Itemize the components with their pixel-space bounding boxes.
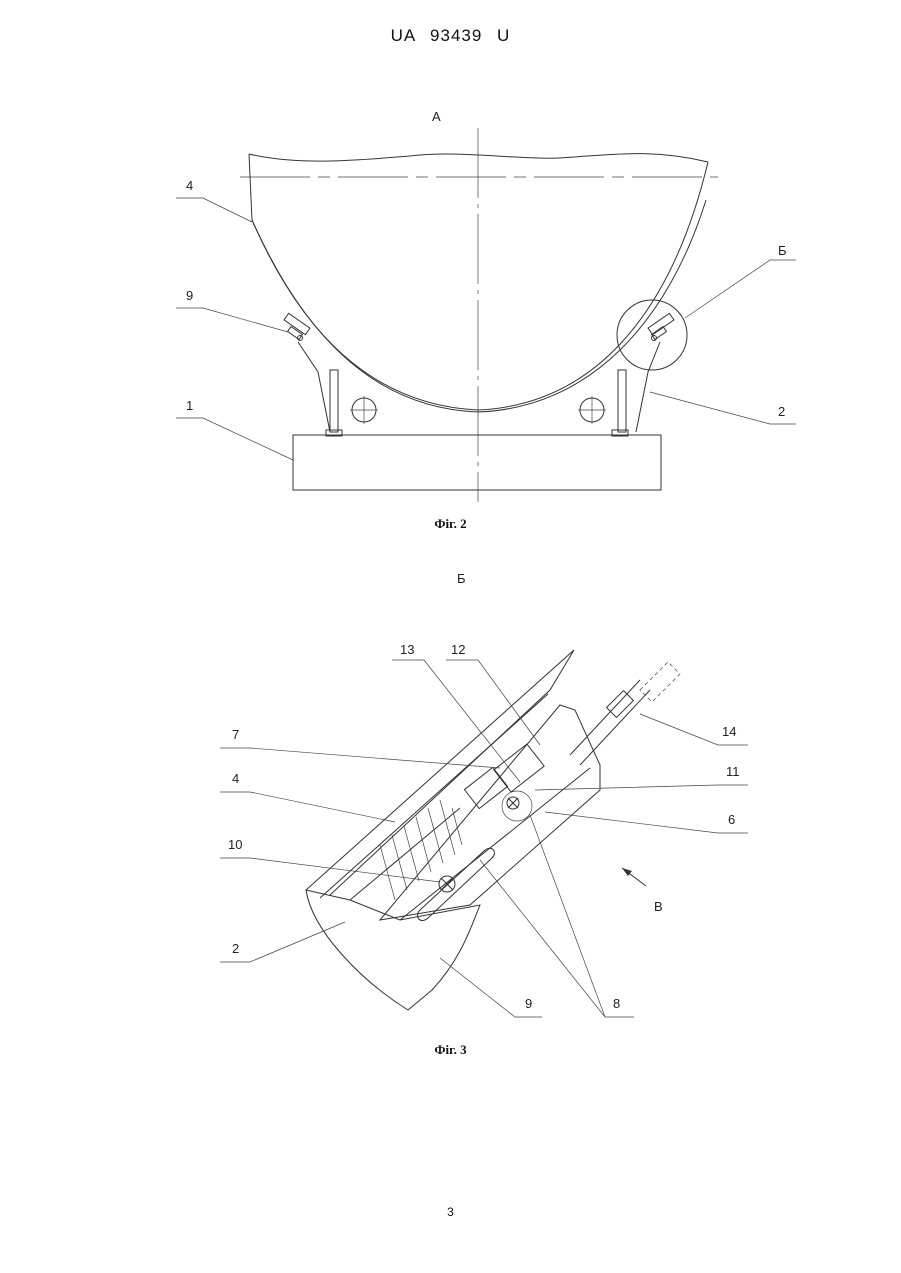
callout-7: 7 xyxy=(232,727,239,742)
callout-11: 11 xyxy=(726,764,740,779)
right-support-post xyxy=(618,370,626,432)
left-clamp-9 xyxy=(284,313,310,340)
callout-v: В xyxy=(654,899,663,914)
left-support-post xyxy=(330,370,338,432)
figure-3-drawing: Б xyxy=(220,571,748,1017)
callout-4: 4 xyxy=(186,178,193,193)
callout-2: 2 xyxy=(778,404,785,419)
callout-2-fig3: 2 xyxy=(232,941,239,956)
figure-2-caption: Фіг. 2 xyxy=(0,516,901,532)
callout-1: 1 xyxy=(186,398,193,413)
right-clamp-9 xyxy=(648,313,674,340)
callout-9: 9 xyxy=(186,288,193,303)
right-support-plate xyxy=(636,342,660,432)
break-line xyxy=(249,154,708,162)
block-13 xyxy=(464,767,507,808)
callout-12: 12 xyxy=(451,642,465,657)
callout-14: 14 xyxy=(722,724,736,739)
block-12 xyxy=(494,744,544,792)
hatching xyxy=(380,800,462,900)
callout-10: 10 xyxy=(228,837,242,852)
screw-phantom xyxy=(640,662,680,702)
base-frame-1 xyxy=(293,435,661,490)
callout-13: 13 xyxy=(400,642,414,657)
figure-3-caption: Фіг. 3 xyxy=(0,1042,901,1058)
callout-8: 8 xyxy=(613,996,620,1011)
callout-9-fig3: 9 xyxy=(525,996,532,1011)
callout-6: 6 xyxy=(728,812,735,827)
left-support-plate xyxy=(298,342,330,432)
fig2-view-label: A xyxy=(432,109,441,124)
fig3-section-label: Б xyxy=(457,571,466,586)
callout-b: Б xyxy=(778,243,787,258)
clamp-housing-6 xyxy=(380,705,600,920)
callout-4-fig3: 4 xyxy=(232,771,239,786)
page-number: 3 xyxy=(0,1205,901,1219)
figure-2-drawing: A xyxy=(176,109,796,502)
shell-strip-4 xyxy=(306,650,574,895)
screw-14 xyxy=(570,680,650,765)
